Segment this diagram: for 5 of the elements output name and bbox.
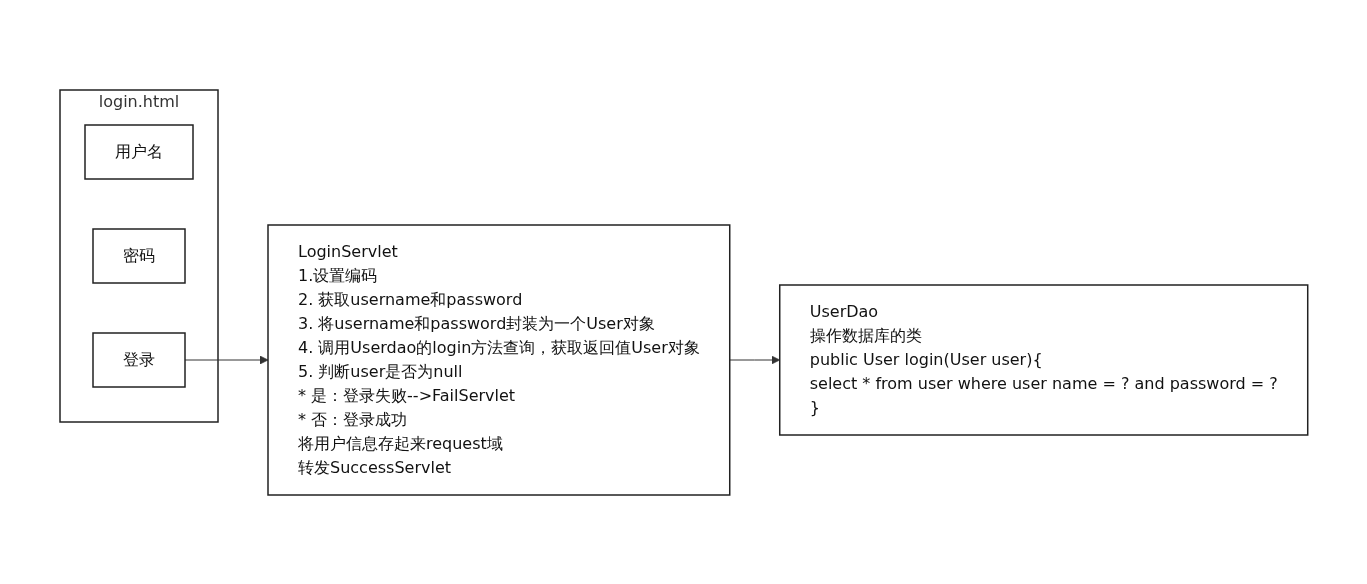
- node-box: 用户名: [83, 123, 194, 180]
- node-box: LoginServlet 1.设置编码 2. 获取username和password 3. 将username和password封装为一个User对象 4. 调用Userdao的login方法查询，获取返回值User对象 5. 判断user是否为null * 是：登录失败-->FailServlet * 否：登录成功 将用户信息存起来request域 转发SuccessServlet: [266, 223, 731, 496]
- node-box: 密码: [91, 227, 186, 284]
- node-box: 登录: [91, 331, 186, 388]
- node-box: UserDao 操作数据库的类 public User login(User user){ select * from user where user name = ? and password = ? }: [778, 283, 1309, 436]
